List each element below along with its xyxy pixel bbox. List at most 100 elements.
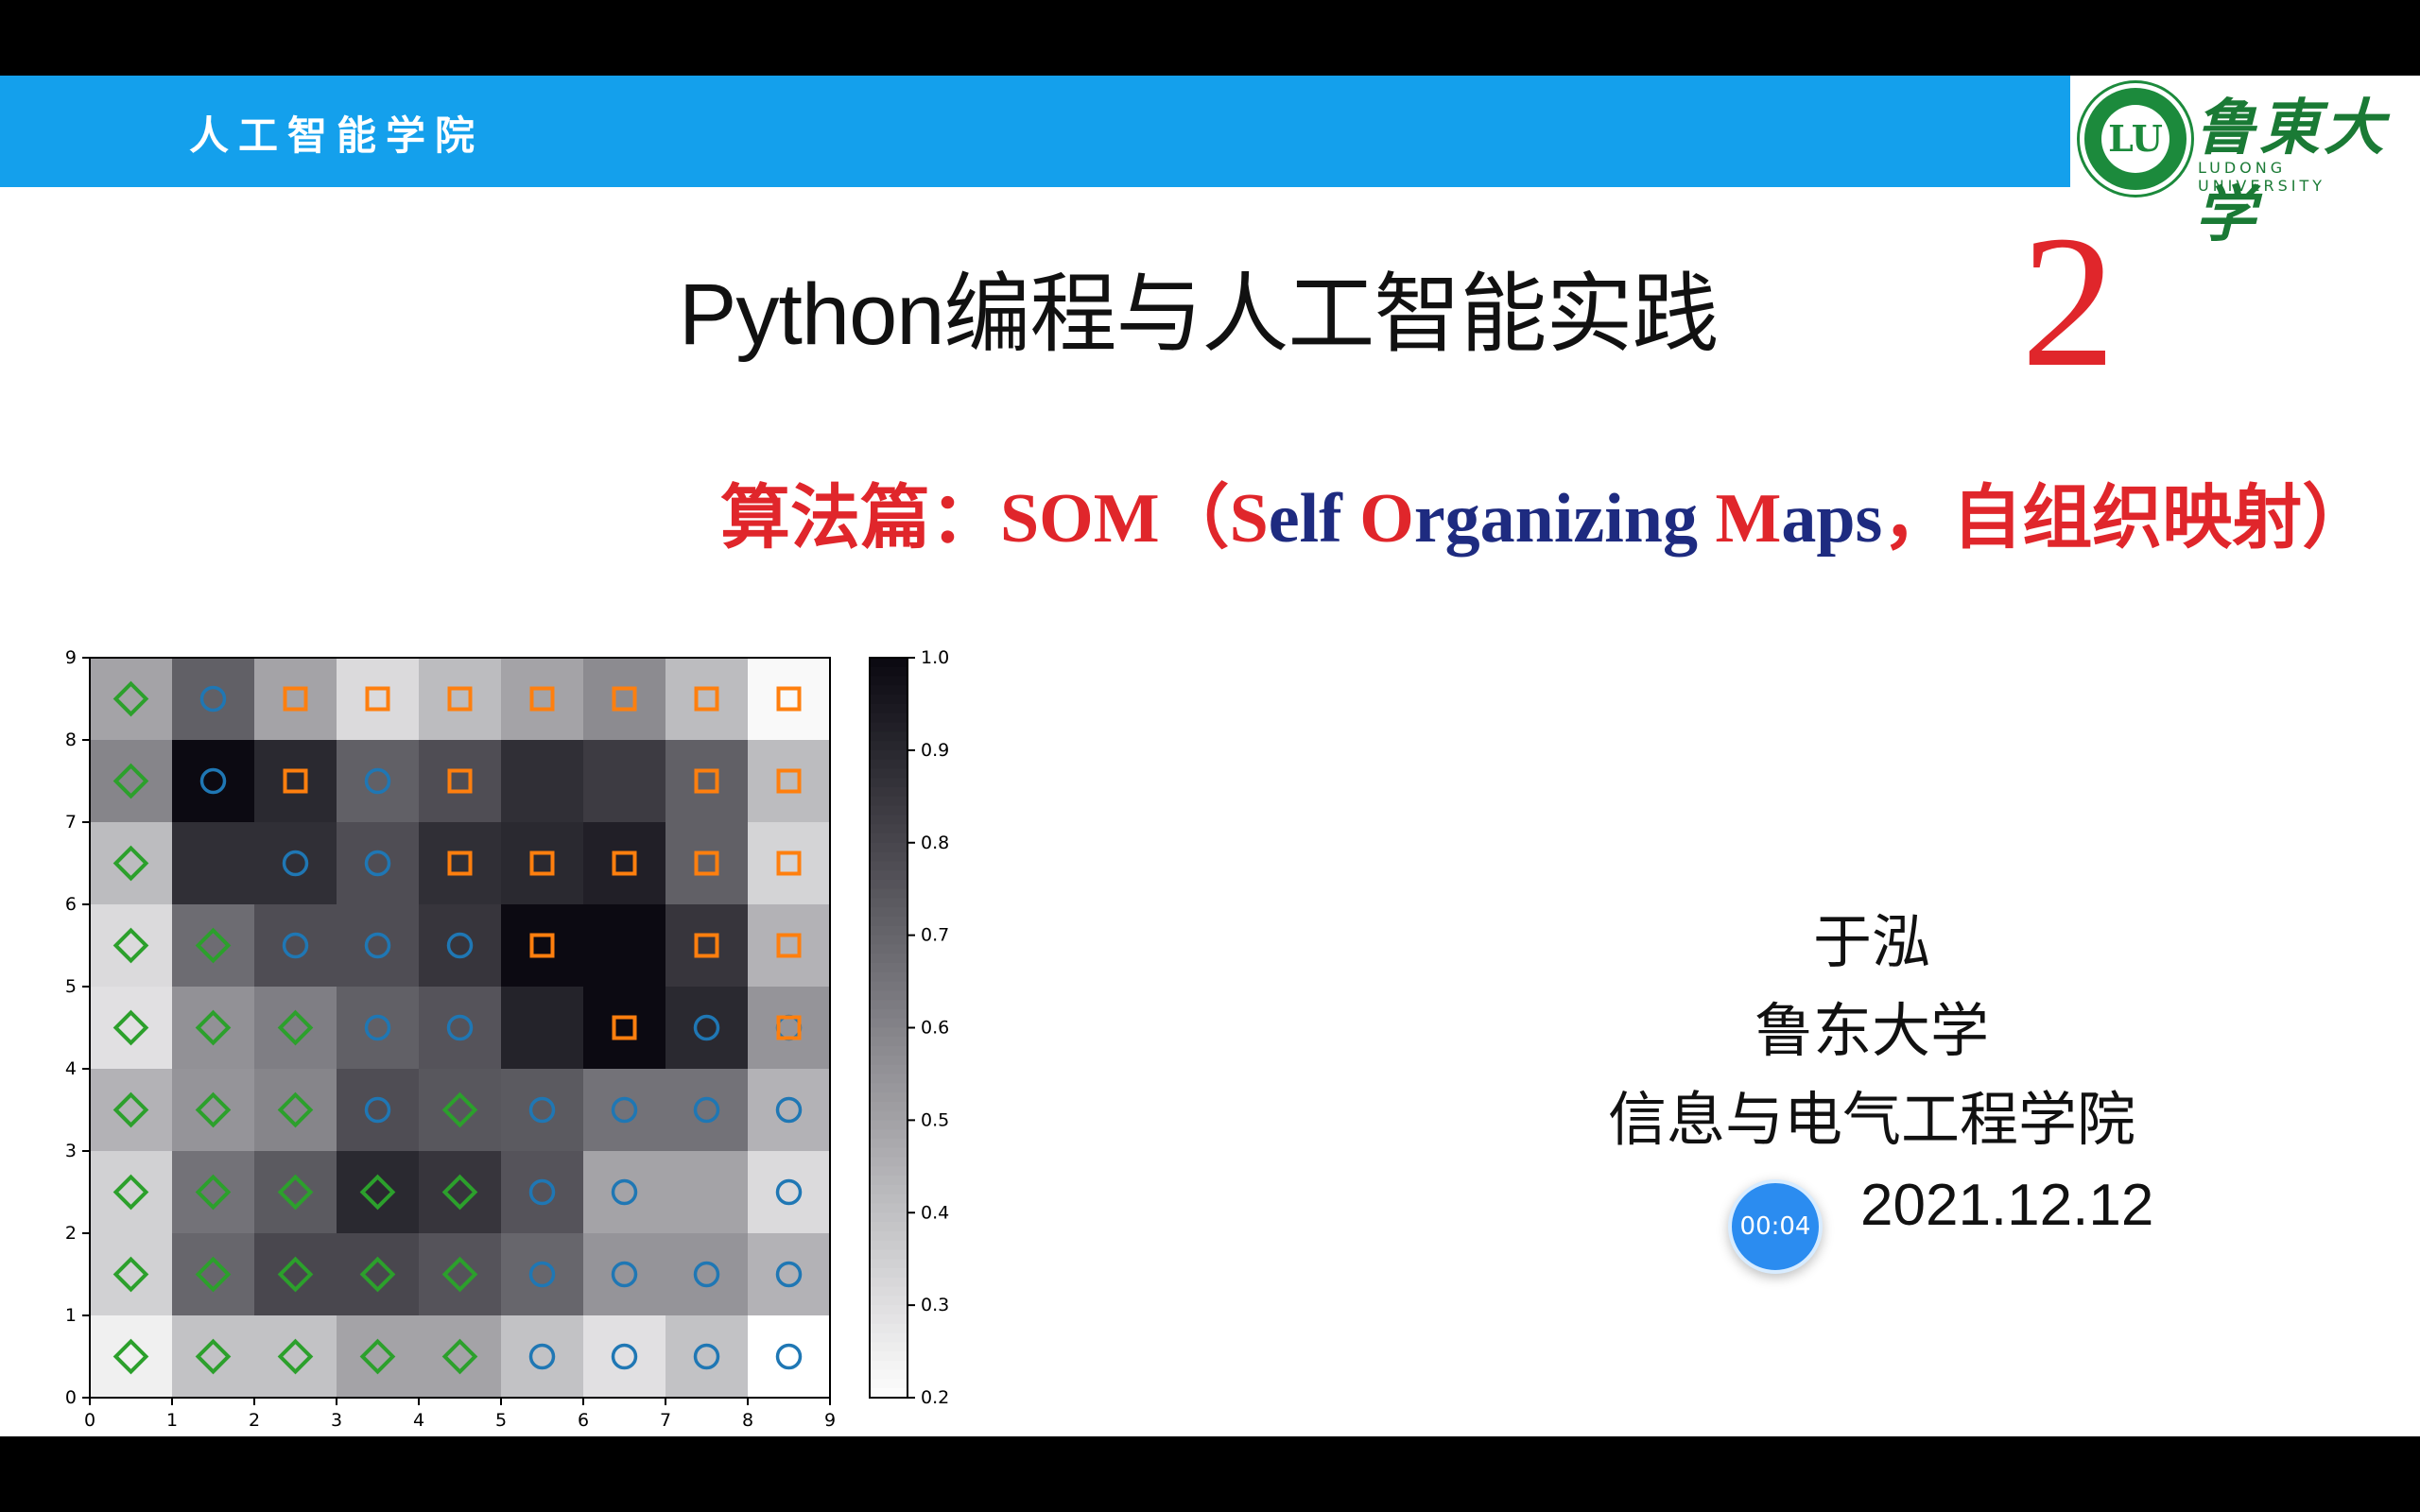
heatmap-cell	[419, 987, 501, 1069]
heatmap-cell	[172, 904, 254, 987]
colorbar-band	[870, 1083, 908, 1094]
marker-square	[283, 686, 308, 712]
colorbar-band	[870, 666, 908, 678]
colorbar-tick-label: 0.6	[921, 1018, 949, 1039]
heatmap-cell	[172, 822, 254, 904]
x-tick-label: 3	[331, 1410, 342, 1431]
marker-square	[694, 850, 719, 876]
colorbar-band	[870, 1018, 908, 1029]
heatmap-cell	[254, 904, 337, 987]
marker-diamond	[277, 1174, 314, 1211]
colorbar-tick-label: 0.9	[921, 740, 949, 761]
x-tick-label: 5	[495, 1410, 507, 1431]
colorbar-band	[870, 778, 908, 789]
y-tick-label: 0	[65, 1387, 77, 1408]
x-tick-label: 0	[84, 1410, 95, 1431]
marker-square	[529, 933, 555, 958]
marker-square	[447, 850, 473, 876]
slide-subtitle: 算法篇：SOM（Self Organizing Maps，自组织映射）	[720, 461, 2372, 562]
colorbar-band	[870, 1194, 908, 1205]
subtitle-aps: aps	[1781, 480, 1883, 558]
marker-diamond	[195, 1091, 232, 1128]
marker-circle	[528, 1096, 556, 1124]
heatmap-cell	[172, 987, 254, 1069]
colorbar-band	[870, 1332, 908, 1344]
colorbar-tick-label: 0.5	[921, 1109, 949, 1130]
heatmap-cell	[172, 740, 254, 822]
marker-diamond	[441, 1091, 478, 1128]
x-tick-label: 8	[742, 1410, 753, 1431]
heatmap-cell	[254, 822, 337, 904]
colorbar-band	[870, 833, 908, 844]
heatmap-cell	[337, 822, 419, 904]
heatmap-cell	[666, 822, 748, 904]
heatmap-cell	[337, 740, 419, 822]
marker-diamond	[112, 763, 149, 799]
author-school: 信息与电气工程学院	[1607, 1085, 2135, 1154]
heatmap-cell	[666, 1315, 748, 1398]
marker-circle	[693, 1261, 720, 1288]
heatmap-cell	[583, 1069, 666, 1151]
heatmap-cell	[501, 1151, 583, 1233]
colorbar-band	[870, 1212, 908, 1224]
colorbar-band	[870, 1314, 908, 1325]
heatmap-cell	[583, 987, 666, 1069]
colorbar-tick-label: 0.2	[921, 1387, 949, 1408]
heatmap-cell	[583, 658, 666, 740]
marker-diamond	[277, 1009, 314, 1046]
heatmap-cell	[337, 904, 419, 987]
marker-circle	[611, 1178, 638, 1206]
header-banner: 人工智能学院 LU 鲁東大学 LUDONG UNIVERSITY	[0, 76, 2420, 250]
heatmap-cell	[748, 904, 830, 987]
subtitle-elf: elf	[1268, 480, 1360, 558]
heatmap-cell	[172, 1233, 254, 1315]
marker-circle	[611, 1343, 638, 1370]
marker-square	[365, 686, 390, 712]
marker-circle	[775, 1343, 803, 1370]
y-tick-label: 7	[65, 812, 77, 833]
colorbar-band	[870, 1203, 908, 1214]
x-tick-label: 6	[578, 1410, 589, 1431]
marker-diamond	[359, 1338, 396, 1375]
colorbar-band	[870, 1120, 908, 1131]
heatmap-cell	[90, 1151, 172, 1233]
university-seal-icon: LU	[2080, 83, 2191, 195]
heatmap-cell	[90, 987, 172, 1069]
recording-timer-button[interactable]: 00:04	[1728, 1179, 1823, 1274]
colorbar-band	[870, 824, 908, 834]
subtitle-s: S	[1229, 480, 1269, 558]
marker-diamond	[277, 1338, 314, 1375]
colorbar-band	[870, 749, 908, 761]
colorbar-band	[870, 1101, 908, 1112]
heatmap-cell	[419, 1151, 501, 1233]
colorbar-band	[870, 888, 908, 900]
heatmap-cell	[254, 1315, 337, 1398]
heatmap-cell	[419, 1233, 501, 1315]
colorbar-band	[870, 1000, 908, 1010]
heatmap-cell	[419, 822, 501, 904]
colorbar-band	[870, 1176, 908, 1186]
heatmap-cell	[666, 1151, 748, 1233]
marker-diamond	[195, 1338, 232, 1375]
colorbar-band	[870, 1379, 908, 1390]
heatmap-cell	[90, 1315, 172, 1398]
author-block: 于泓 鲁东大学 信息与电气工程学院	[1512, 898, 2231, 1164]
marker-square	[694, 768, 719, 794]
marker-square	[447, 768, 473, 794]
marker-circle	[199, 685, 227, 713]
colorbar-band	[870, 713, 908, 724]
marker-square	[776, 686, 802, 712]
colorbar-tick-label: 0.8	[921, 833, 949, 853]
heatmap-cell	[90, 822, 172, 904]
heatmap-cell	[90, 1069, 172, 1151]
y-tick-label: 1	[65, 1305, 77, 1326]
marker-diamond	[359, 1256, 396, 1293]
colorbar-band	[870, 1166, 908, 1177]
colorbar-band	[870, 981, 908, 992]
marker-diamond	[441, 1256, 478, 1293]
heatmap-cell	[583, 1151, 666, 1233]
y-tick-label: 9	[65, 647, 77, 668]
colorbar-band	[870, 1267, 908, 1279]
colorbar-band	[870, 842, 908, 853]
heatmap-cell	[583, 740, 666, 822]
